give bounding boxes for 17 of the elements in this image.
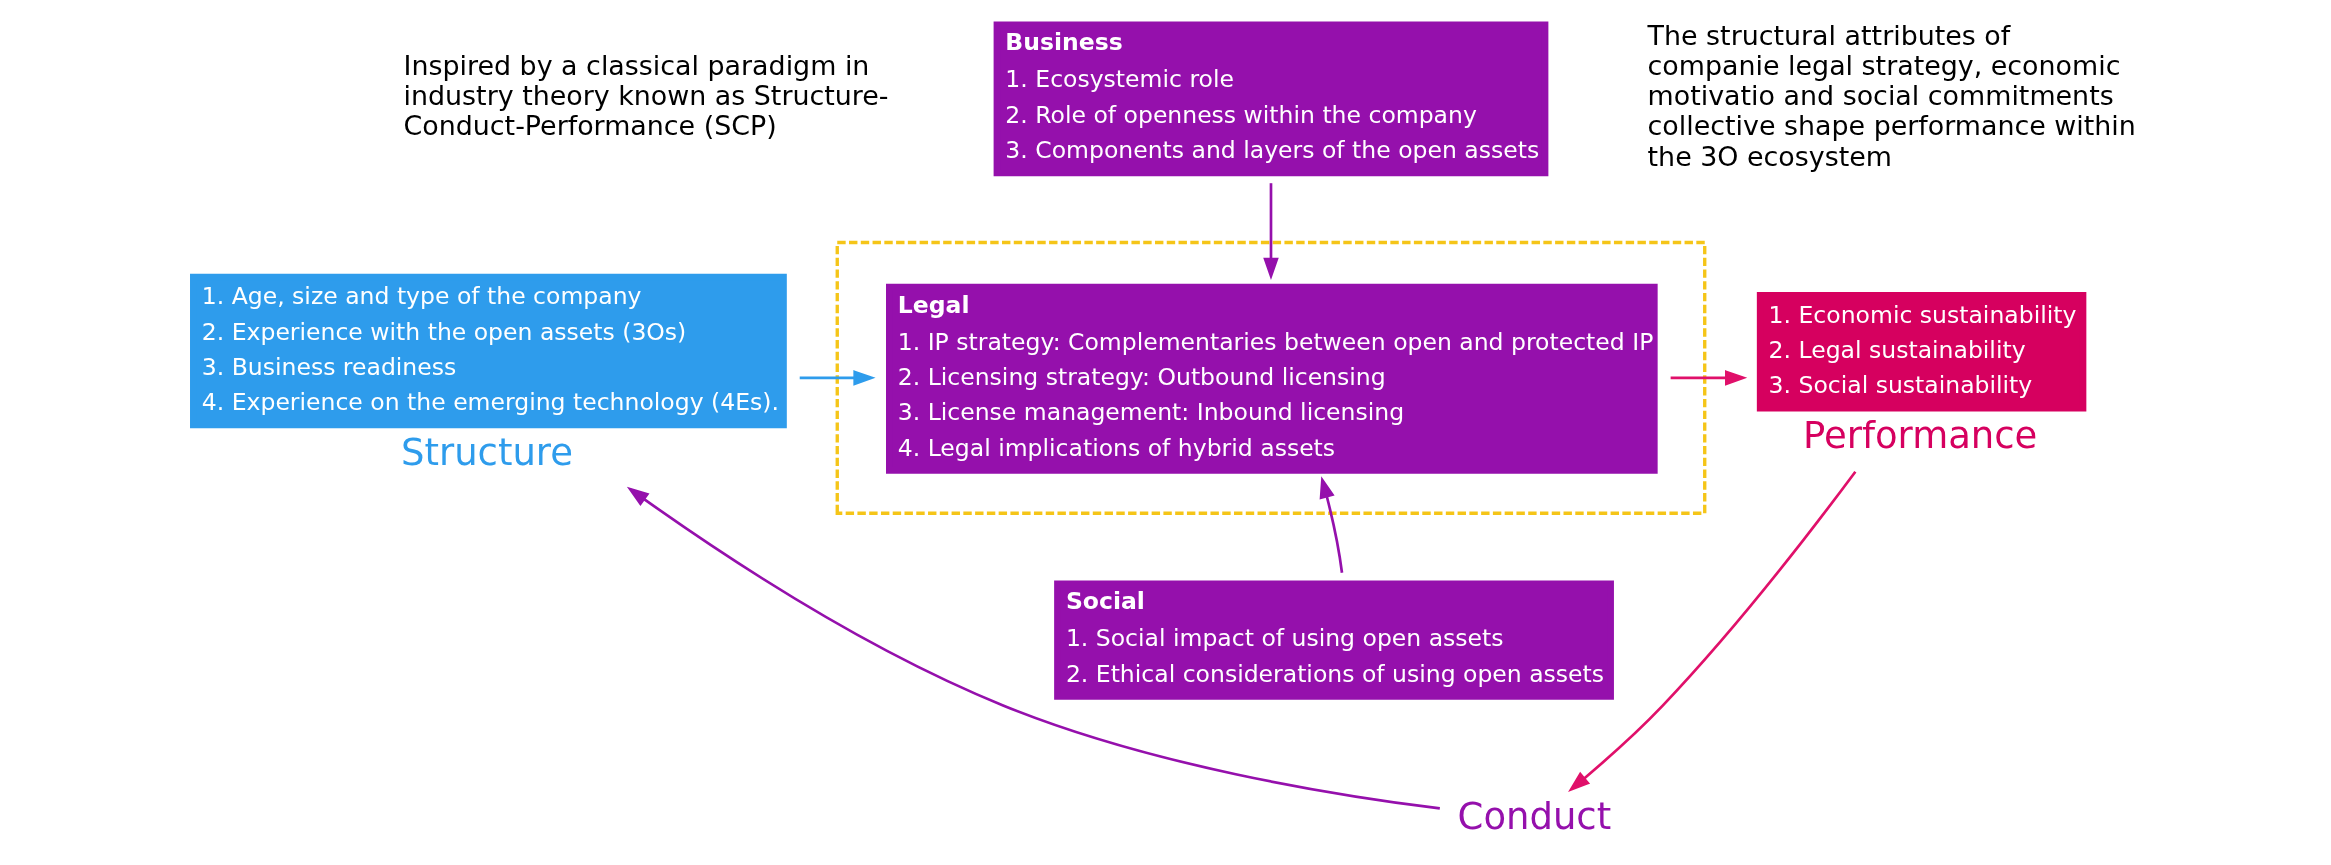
arrow — [1263, 183, 1279, 281]
node-box: 1. Economic sustainability 2. Legal sustainability 3. Social sustainability — [1756, 292, 2087, 412]
node-box: Legal 1. IP strategy: Complementaries between open and protected IP 2. Licensing strategy: Outbound licensing 3. License management: Inbound licensing 4. Legal implications of hybrid assets — [886, 283, 1658, 474]
node-label: Performance — [1803, 413, 2038, 457]
node-box: 1. Age, size and type of the company 2. Experience with the open assets (3Os) 3. Business readiness 4. Experience on the emerging technology (4Es). — [190, 273, 787, 429]
label: The structural attributes of companie legal strategy, economic motivatio and social commitments collective shape performance within the 3O ecosystem — [1647, 19, 2136, 172]
node-box: Social 1. Social impact of using open assets 2. Ethical considerations of using open assets — [1054, 580, 1614, 700]
node-box: Business 1. Ecosystemic role 2. Role of openness within the company 3. Components and layers of the open assets — [993, 21, 1549, 177]
arrow — [1568, 470, 1857, 792]
node-text: Conduct — [1457, 795, 1612, 839]
node-label: Structure — [401, 430, 573, 474]
label: Inspired by a classical paradigm in industry theory known as Structure-Conduct-Performance (SCP) — [403, 49, 889, 142]
arrow — [799, 370, 876, 386]
arrow — [626, 486, 1440, 810]
arrow — [1670, 370, 1748, 386]
arrow — [1319, 476, 1344, 573]
cluster — [835, 240, 1707, 515]
